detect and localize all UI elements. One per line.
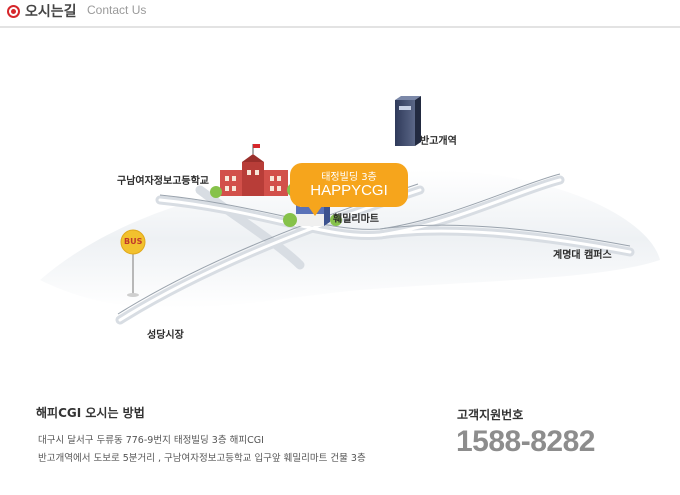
directions-walking: 반고개역에서 도보로 5분거리 , 구남여자정보고등학교 입구앞 훼밀리마트 건… [38, 453, 366, 464]
bus-sign-text: BUS [124, 237, 143, 246]
callout-building-floor: 태정빌딩 3층 [321, 172, 377, 183]
bus-stop [120, 229, 146, 297]
directions-address: 대구시 달서구 두류동 776-9번지 태정빌딩 3층 해피CGI [38, 435, 264, 446]
school-building [210, 144, 301, 198]
label-campus: 계명대 캠퍼스 [553, 250, 612, 261]
road-lower [195, 185, 305, 270]
label-school: 구남여자정보고등학교 [117, 176, 209, 187]
support-phone-label: 고객지원번호 [457, 408, 524, 422]
support-phone-number: 1588-8282 [456, 425, 595, 458]
header-divider [0, 26, 680, 28]
label-station: 반고개역 [420, 136, 457, 147]
label-market: 성당시장 [147, 330, 184, 341]
station-tower [395, 96, 421, 146]
page-subtitle: Contact Us [87, 3, 147, 17]
directions-title: 해피CGI 오시는 방법 [36, 406, 145, 420]
label-mart: 훼밀리마트 [333, 214, 379, 225]
page-header: 오시는길 Contact Us [0, 0, 680, 28]
circle-bullet-icon [7, 5, 20, 18]
company-callout: 태정빌딩 3층 HAPPYCGI [290, 163, 408, 216]
callout-company-name: HAPPYCGI [310, 182, 388, 199]
page-title: 오시는길 [25, 4, 77, 20]
location-map: BUS 태정빌딩 3층 HAPPYCGI 구남여자정보고등학교 반고개역 훼밀리… [0, 30, 680, 390]
